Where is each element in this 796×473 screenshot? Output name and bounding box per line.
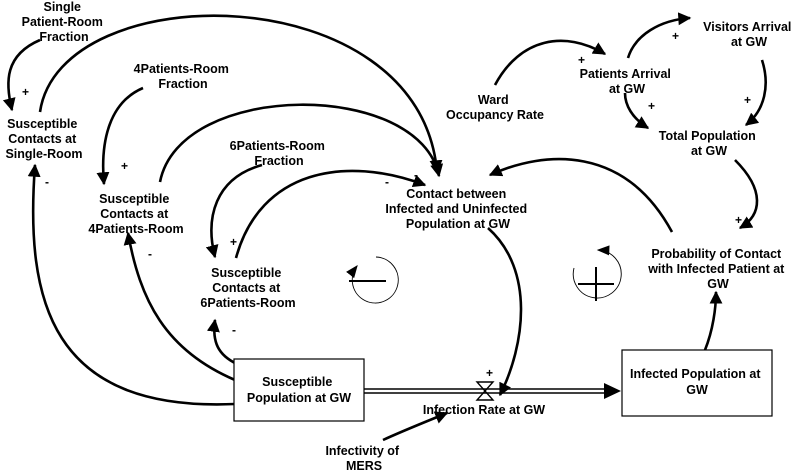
link-susceptible-to-six-contacts bbox=[206, 318, 238, 366]
link-total-population-to-probability bbox=[734, 159, 759, 230]
link-six-fraction-to-six-contacts bbox=[205, 163, 263, 259]
link-probability-to-contact-between bbox=[488, 157, 674, 233]
polarity-six-contacts-link: - bbox=[232, 323, 236, 337]
var-susceptible-six: Susceptible Contacts at 6Patients-Room bbox=[200, 266, 295, 310]
link-patients-arrival-to-visitors-arrival bbox=[626, 12, 692, 59]
link-single-fraction-to-single-contacts bbox=[2, 38, 41, 112]
var-susceptible-four: Susceptible Contacts at 4Patients-Room bbox=[88, 192, 183, 236]
stock-infected-population-box bbox=[621, 349, 773, 417]
var-infection-rate: Infection Rate at GW bbox=[423, 403, 545, 417]
var-ward-occupancy: Ward Occupancy Rate bbox=[446, 93, 544, 122]
polarity-contact-between-left: - bbox=[385, 175, 389, 189]
stock-infected-population: Infected Population at GW bbox=[630, 367, 764, 397]
link-contact-between-to-infection-rate bbox=[487, 227, 523, 397]
polarity-contact-between-top: - bbox=[414, 168, 418, 182]
link-infectivity-to-infection-rate bbox=[382, 411, 449, 442]
link-susceptible-to-single-contacts bbox=[27, 163, 236, 406]
var-visitors-arrival: Visitors Arrival at GW bbox=[703, 20, 795, 49]
stock-susceptible-population-box bbox=[233, 358, 365, 422]
stock-susceptible-population: Susceptible Population at GW bbox=[247, 375, 351, 405]
polarity-single-fraction: + bbox=[22, 85, 29, 99]
link-six-contacts-to-contact-between bbox=[234, 169, 427, 259]
flow-valve bbox=[475, 381, 495, 401]
var-four-room-fraction: 4Patients-Room Fraction bbox=[134, 62, 233, 91]
infection-flow bbox=[364, 381, 621, 401]
loop-reinforcing-indicator bbox=[572, 245, 622, 301]
var-single-room-fraction: Single Patient-Room Fraction bbox=[22, 0, 107, 44]
polarity-six-fraction: + bbox=[230, 235, 237, 249]
link-four-contacts-to-contact-between bbox=[158, 103, 444, 183]
link-visitors-arrival-to-total-population bbox=[744, 59, 767, 127]
var-total-population: Total Population at GW bbox=[659, 129, 759, 158]
link-four-fraction-to-four-contacts bbox=[96, 86, 144, 186]
var-infectivity: Infectivity of MERS bbox=[325, 444, 402, 473]
var-patients-arrival: Patients Arrival at GW bbox=[580, 67, 675, 96]
var-six-room-fraction: 6Patients-Room Fraction bbox=[230, 139, 329, 168]
polarity-single-contacts-link: - bbox=[45, 175, 49, 189]
link-ward-occupancy-to-patients-arrival bbox=[493, 39, 607, 86]
polarity-four-contacts-link: - bbox=[148, 247, 152, 261]
loop-balancing-indicator bbox=[346, 256, 399, 304]
polarity-patients-to-total: + bbox=[648, 99, 655, 113]
var-susceptible-single: Susceptible Contacts at Single-Room bbox=[5, 117, 82, 161]
link-patients-arrival-to-total-population bbox=[623, 92, 650, 130]
polarity-visitors-to-total: + bbox=[744, 93, 751, 107]
flow-arrowhead bbox=[604, 383, 621, 399]
polarity-visitors-arrival: + bbox=[672, 29, 679, 43]
polarity-ward-occupancy: + bbox=[578, 53, 585, 67]
var-probability-contact: Probability of Contact with Infected Pat… bbox=[647, 247, 788, 291]
link-infected-to-probability bbox=[703, 290, 723, 351]
polarity-total-to-probability: + bbox=[735, 213, 742, 227]
polarity-four-fraction: + bbox=[121, 159, 128, 173]
var-contact-between: Contact between Infected and Uninfected … bbox=[385, 187, 530, 231]
link-single-contacts-to-contact-between bbox=[38, 14, 443, 174]
link-susceptible-to-four-contacts bbox=[123, 231, 236, 382]
polarity-infection-rate: + bbox=[486, 366, 493, 380]
